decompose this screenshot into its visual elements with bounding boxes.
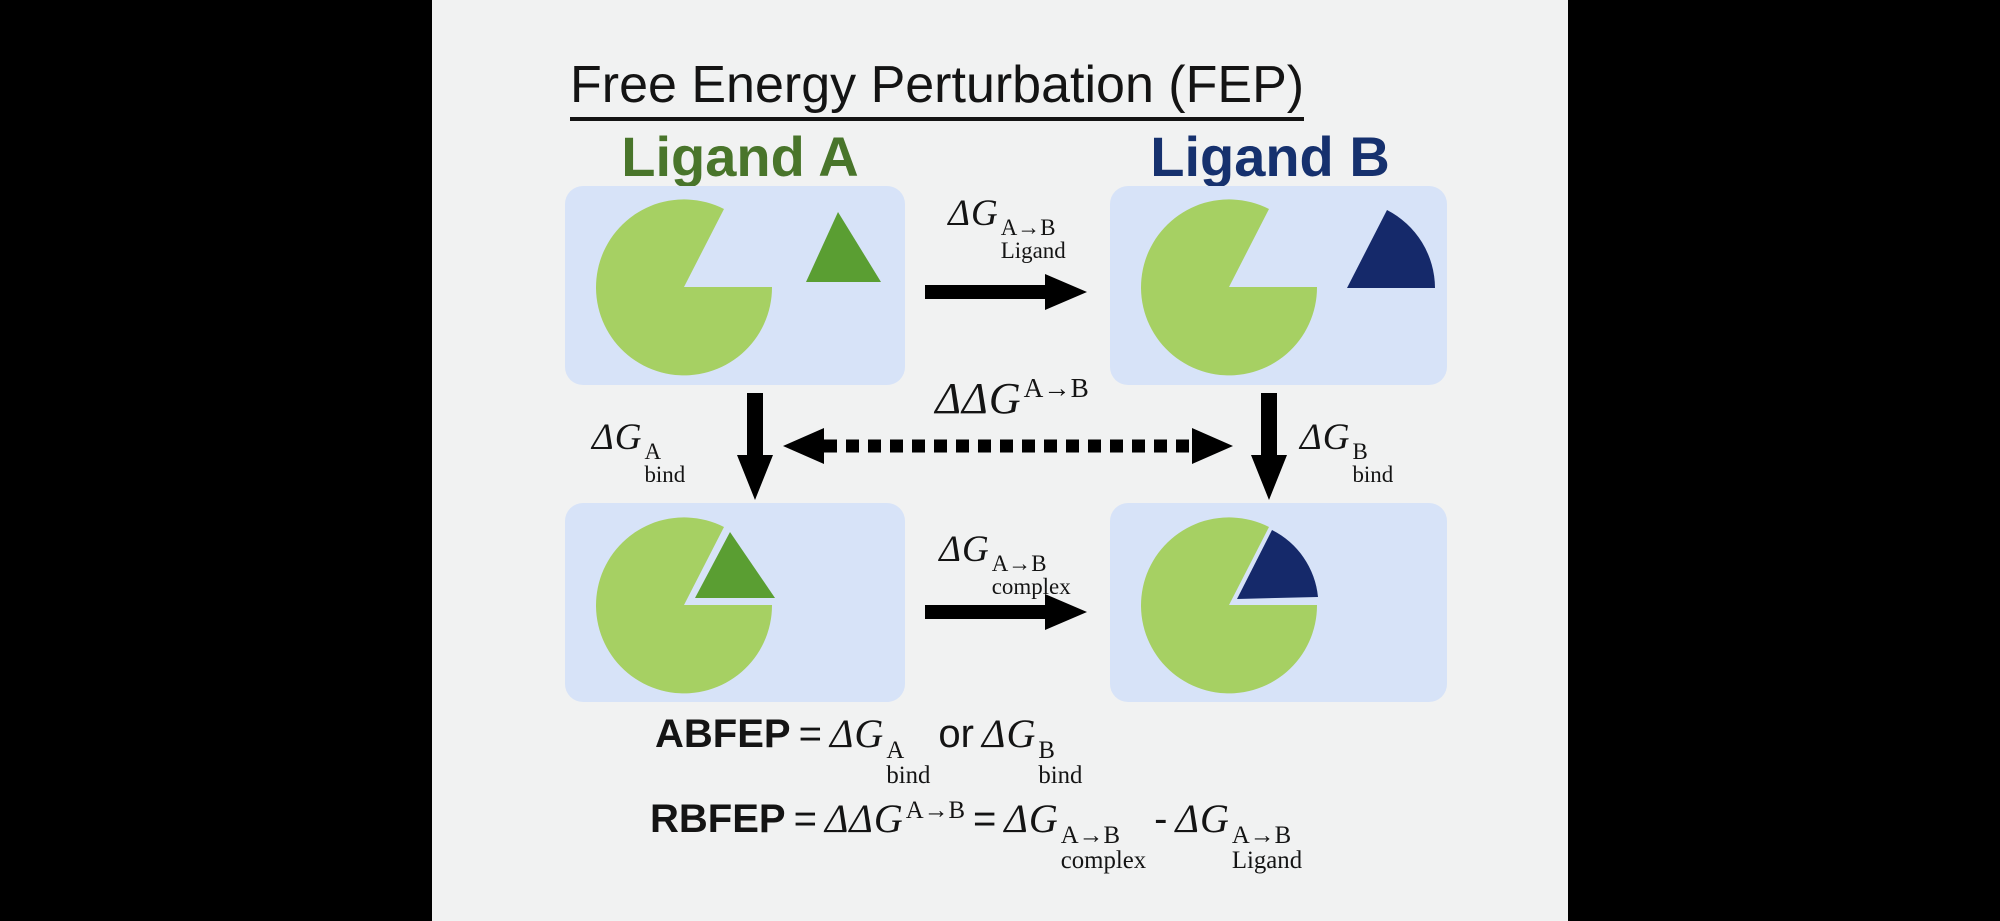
binding-arrow-b-icon bbox=[1251, 393, 1287, 500]
complex-box-ligand-b bbox=[1110, 503, 1447, 702]
ligand-b-wedge-icon bbox=[1347, 210, 1435, 288]
ligand-a-column-header: Ligand A bbox=[621, 125, 859, 188]
protein-and-ligand-b-icon bbox=[1141, 199, 1435, 376]
binding-arrow-a-icon bbox=[737, 393, 773, 500]
ligand-a-triangle-icon bbox=[695, 532, 775, 598]
ligand-b-wedge-icon bbox=[1237, 530, 1318, 599]
protein-pacman-icon bbox=[596, 199, 773, 376]
complex-transform-arrow-icon bbox=[925, 594, 1087, 630]
ligand-b-column-header: Ligand B bbox=[1150, 125, 1390, 188]
protein-pacman-icon bbox=[1141, 517, 1318, 694]
protein-ligand-a-complex-icon bbox=[596, 517, 775, 694]
ligand-transform-arrow-icon bbox=[925, 274, 1087, 310]
protein-pacman-icon bbox=[596, 517, 773, 694]
complex-box-ligand-a bbox=[565, 503, 905, 702]
ddg-label: ΔΔGA→B bbox=[935, 373, 1089, 423]
ddg-dashed-double-arrow-icon bbox=[783, 428, 1233, 464]
fep-diagram-slide: Free Energy Perturbation (FEP) Ligand A … bbox=[432, 0, 1568, 921]
solvent-box-ligand-a bbox=[565, 186, 905, 385]
ligand-a-triangle-icon bbox=[806, 212, 881, 282]
solvent-box-ligand-b bbox=[1110, 186, 1447, 385]
protein-and-ligand-a-icon bbox=[596, 199, 881, 376]
protein-pacman-icon bbox=[1141, 199, 1318, 376]
protein-ligand-b-complex-icon bbox=[1141, 517, 1318, 694]
page-title: Free Energy Perturbation (FEP) bbox=[570, 56, 1305, 122]
